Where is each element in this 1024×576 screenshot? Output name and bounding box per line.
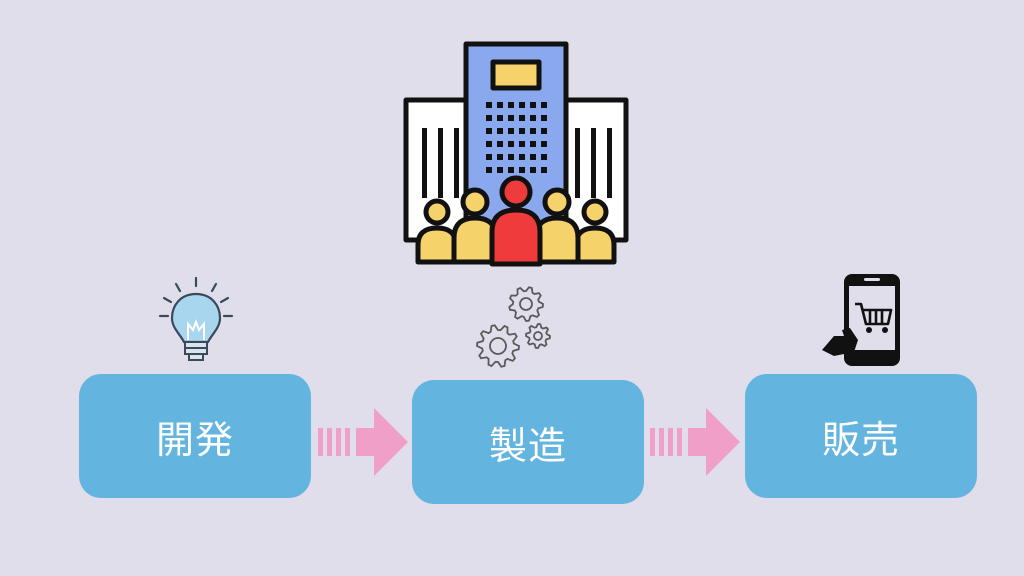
- lightbulb-icon: [158, 276, 234, 361]
- arrow-right-icon: [650, 408, 740, 476]
- step-label-sales: 販売: [821, 417, 900, 462]
- office-building-team-icon: [403, 41, 629, 267]
- step-box-sales: 販売: [745, 374, 977, 498]
- step-box-manufacturing: 製造: [412, 380, 644, 504]
- step-label-manufacturing: 製造: [488, 423, 567, 468]
- step-box-development: 開発: [79, 374, 311, 498]
- smartphone-cart-icon: [822, 274, 900, 366]
- step-label-development: 開発: [155, 417, 234, 462]
- gears-icon: [476, 286, 551, 368]
- arrow-right-icon: [318, 408, 408, 476]
